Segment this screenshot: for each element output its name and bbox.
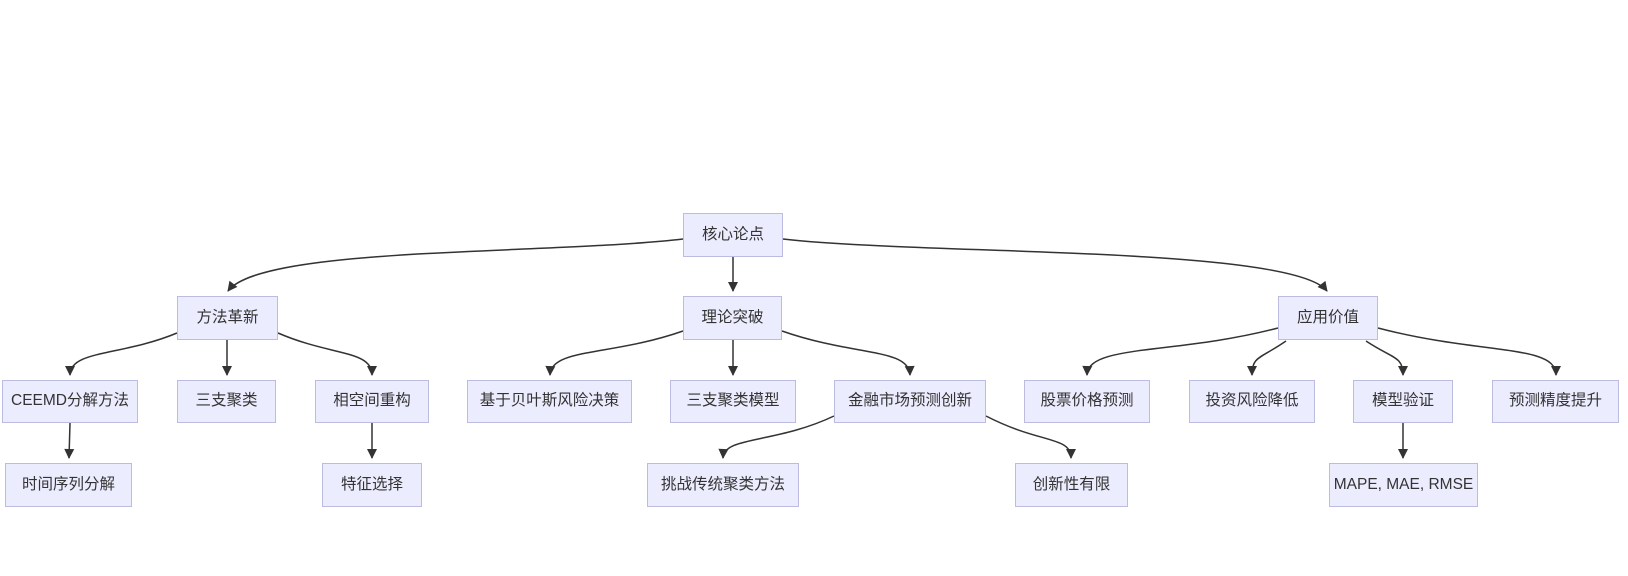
node-theory-breakthrough: 理论突破 xyxy=(683,296,782,340)
node-three-way-clustering-model: 三支聚类模型 xyxy=(670,380,796,423)
edge-core-thesis-to-method-innovation xyxy=(227,238,684,292)
node-stock-price-prediction: 股票价格预测 xyxy=(1024,380,1150,423)
node-application-value: 应用价值 xyxy=(1278,296,1378,340)
edge-core-thesis-to-application-value xyxy=(782,238,1328,292)
node-phase-space-reconstruction: 相空间重构 xyxy=(315,380,429,423)
node-model-validation: 模型验证 xyxy=(1353,380,1453,423)
node-mape-mae-rmse: MAPE, MAE, RMSE xyxy=(1329,463,1478,507)
node-limited-novelty: 创新性有限 xyxy=(1015,463,1128,507)
edge-theory-breakthrough-to-financial-forecast-innovation xyxy=(781,330,915,376)
node-investment-risk-reduction: 投资风险降低 xyxy=(1189,380,1315,423)
node-core-thesis: 核心论点 xyxy=(683,213,783,257)
edge-method-innovation-to-phase-space-reconstruction xyxy=(277,332,377,376)
edge-application-value-to-stock-price-prediction xyxy=(1082,327,1279,376)
edge-application-value-to-investment-risk-reduction xyxy=(1247,340,1287,376)
edge-application-value-to-forecast-accuracy-improvement xyxy=(1377,327,1561,376)
node-feature-selection: 特征选择 xyxy=(322,463,422,507)
node-ceemd-decomposition: CEEMD分解方法 xyxy=(2,380,138,423)
edge-application-value-to-model-validation xyxy=(1365,340,1408,376)
node-bayesian-risk-decision: 基于贝叶斯风险决策 xyxy=(467,380,632,423)
edge-method-innovation-to-ceemd-decomposition xyxy=(65,332,178,376)
edge-ceemd-decomposition-to-time-series-decomposition xyxy=(64,422,75,459)
node-time-series-decomposition: 时间序列分解 xyxy=(5,463,132,507)
edge-theory-breakthrough-to-bayesian-risk-decision xyxy=(545,330,684,376)
node-challenge-traditional-clustering: 挑战传统聚类方法 xyxy=(647,463,799,507)
node-method-innovation: 方法革新 xyxy=(177,296,278,340)
node-forecast-accuracy-improvement: 预测精度提升 xyxy=(1492,380,1619,423)
node-three-way-clustering: 三支聚类 xyxy=(177,380,276,423)
node-financial-forecast-innovation: 金融市场预测创新 xyxy=(834,380,986,423)
